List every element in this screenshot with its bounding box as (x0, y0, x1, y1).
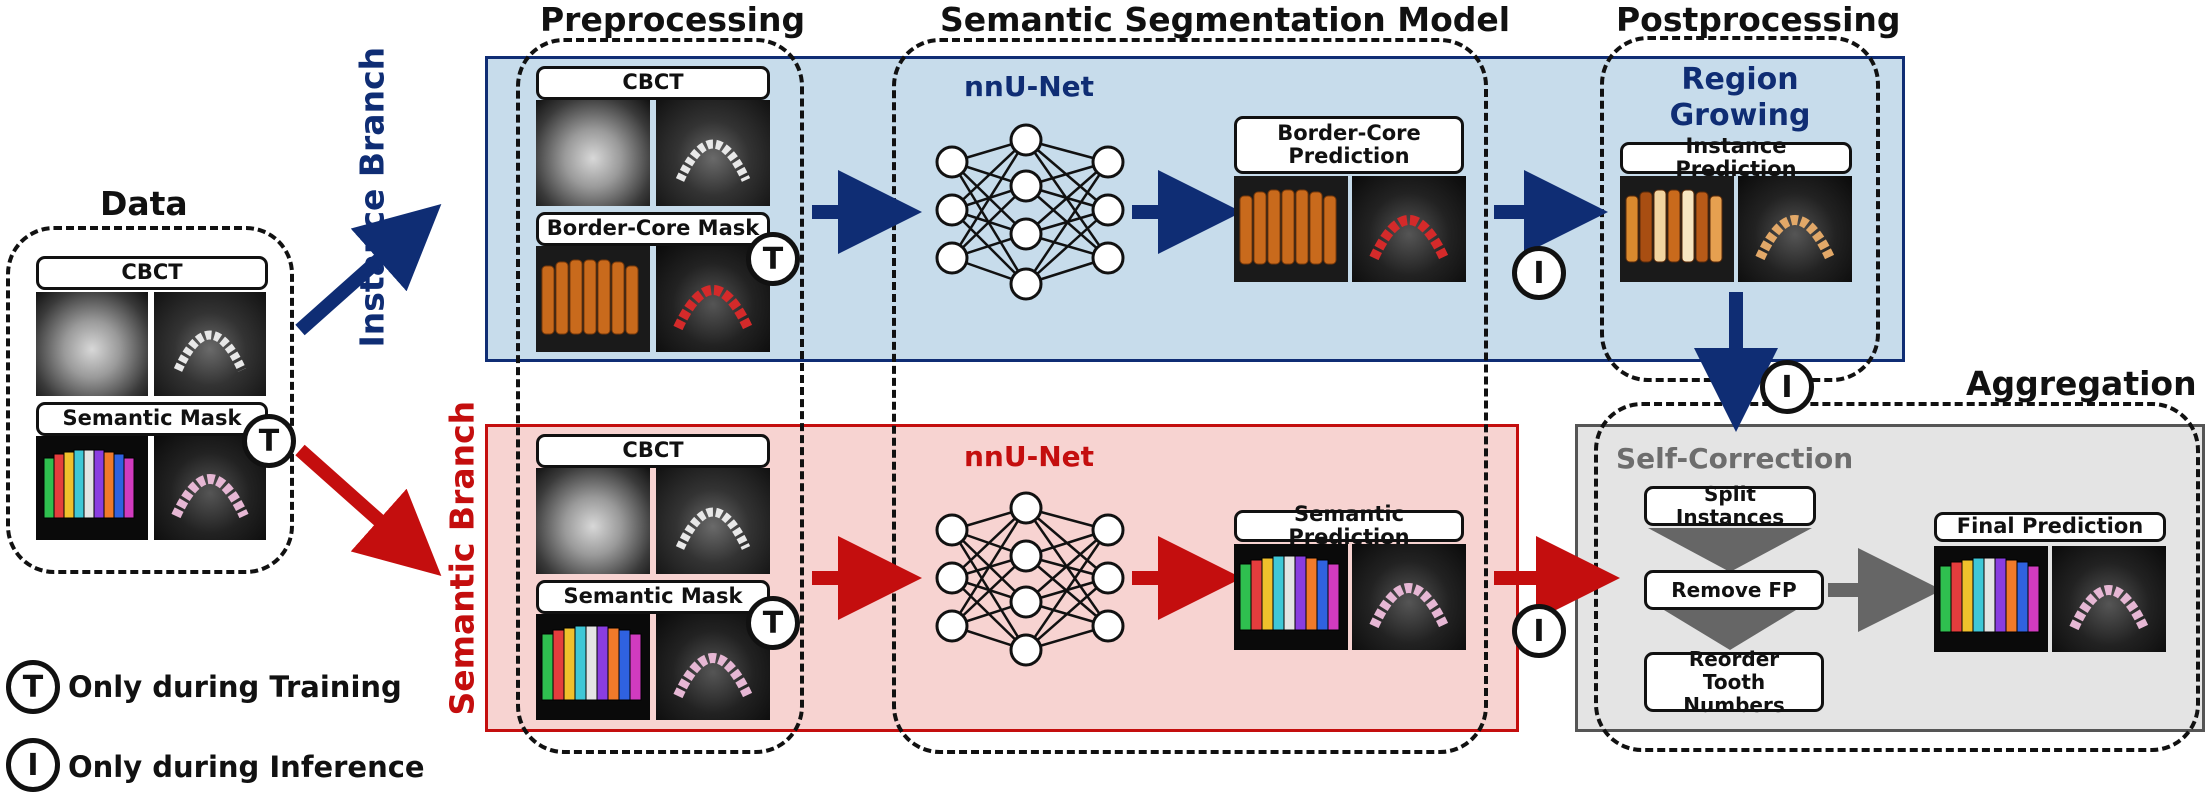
split-funnel-shape (1648, 528, 1812, 572)
model-group (892, 38, 1488, 754)
legend-training-text: Only during Training (68, 670, 402, 704)
model-title: Semantic Segmentation Model (940, 0, 1511, 39)
instance-pred-slice-image (1738, 176, 1852, 282)
data-title: Data (100, 184, 188, 223)
sem-training-badge: T (746, 596, 800, 650)
semantic-pred-slice-image (1352, 544, 1466, 650)
final-pred-label: Final Prediction (1934, 512, 2166, 542)
border-core-pred-3d-image (1234, 176, 1348, 282)
border-core-pred-slice-image (1352, 176, 1466, 282)
reorder-tooth-numbers-box: Reorder Tooth Numbers (1644, 647, 1824, 716)
inst-mask-label: Border-Core Mask (536, 212, 770, 246)
region-growing-title: Region Growing (1669, 62, 1811, 133)
legend-inference-text: Only during Inference (68, 750, 425, 784)
inst-inference-badge: I (1512, 246, 1566, 300)
sem-cbct-xray-image (536, 468, 650, 574)
semantic-net-title: nnU-Net (964, 440, 1095, 473)
split-instances-box: Split Instances (1644, 483, 1816, 529)
inst-training-badge: T (746, 232, 800, 286)
instance-pred-label: Instance Prediction (1620, 134, 1852, 181)
inst-cbct-xray-image (536, 100, 650, 206)
semantic-pred-label: Semantic Prediction (1234, 502, 1464, 549)
data-mask-3d-image (36, 436, 148, 540)
data-cbct-xray-image (36, 292, 148, 396)
data-training-badge: T (242, 414, 296, 468)
sem-mask-3d-image (536, 614, 650, 720)
legend-training-badge: T (6, 660, 60, 714)
sem-mask-slice-image (656, 614, 770, 720)
data-cbct-label: CBCT (36, 256, 268, 290)
final-pred-slice-image (2052, 546, 2166, 652)
sem-cbct-label: CBCT (536, 434, 770, 468)
inst-border-core-3d-image (536, 246, 650, 352)
self-correction-title: Self-Correction (1616, 442, 1854, 475)
final-pred-3d-image (1934, 546, 2048, 652)
border-core-pred-label: Border-Core Prediction (1234, 116, 1464, 174)
sem-mask-label: Semantic Mask (536, 580, 770, 614)
semantic-pred-3d-image (1234, 544, 1348, 650)
instance-pred-3d-image (1620, 176, 1734, 282)
data-cbct-slice-image (154, 292, 266, 396)
semantic-neural-network-icon (935, 491, 1125, 667)
instance-net-title: nnU-Net (964, 70, 1095, 103)
preprocessing-group (516, 38, 804, 754)
aggregation-title: Aggregation (1966, 364, 2197, 403)
agg-inference-badge: I (1760, 360, 1814, 414)
reorder-funnel-shape (1664, 610, 1796, 650)
remove-fp-box: Remove FP (1644, 570, 1824, 610)
data-mask-label: Semantic Mask (36, 402, 268, 436)
inst-cbct-slice-image (656, 100, 770, 206)
data-group (6, 226, 294, 574)
instance-neural-network-icon (935, 123, 1125, 301)
sem-cbct-slice-image (656, 468, 770, 574)
postprocessing-title: Postprocessing (1616, 0, 1901, 39)
sem-inference-badge: I (1512, 604, 1566, 658)
inst-cbct-label: CBCT (536, 66, 770, 100)
data-to-instance-arrow (295, 204, 442, 336)
data-to-semantic-arrow (295, 444, 442, 576)
preprocessing-title: Preprocessing (540, 0, 806, 39)
legend-inference-badge: I (6, 738, 60, 792)
